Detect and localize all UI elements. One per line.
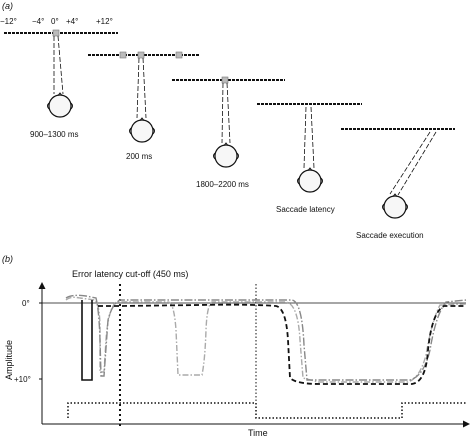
gaze-line: [136, 57, 140, 119]
stimulus-timing-trace: [67, 402, 466, 419]
step-2-markers: 200 ms: [88, 51, 200, 161]
degree-label-minus12: −12°: [0, 17, 17, 26]
degree-label-plus12: +12°: [96, 17, 113, 26]
step-caption: Saccade execution: [356, 231, 424, 240]
axes: 0° +10° Amplitude Time: [4, 282, 470, 438]
degree-scale: −12° −4° 0° +4° +12°: [0, 17, 113, 26]
marker-right: [175, 51, 183, 59]
x-axis-label: Time: [248, 428, 268, 438]
step-caption: Saccade latency: [276, 205, 335, 214]
gaze-line: [221, 82, 224, 144]
cutoff-label: Error latency cut-off (450 ms): [72, 269, 188, 279]
head-icon: [381, 193, 409, 219]
panel-a-label: (a): [2, 1, 13, 11]
x-axis-arrow: [463, 420, 470, 428]
y-tick-label-0: 0°: [22, 299, 30, 308]
gaze-line: [57, 35, 64, 95]
gaze-line: [397, 131, 437, 196]
trace-grey-light: [65, 296, 467, 383]
fixation-marker: [52, 29, 60, 37]
trace-black-error: [81, 300, 93, 381]
y-axis-label: Amplitude: [4, 340, 14, 380]
trace-black-dashed: [98, 303, 466, 385]
marker-left: [119, 51, 127, 59]
head-icon: [46, 92, 74, 118]
trace-grey-medium: [65, 294, 467, 381]
gaze-line: [303, 106, 307, 169]
step-caption: 900–1300 ms: [30, 130, 78, 139]
eye-traces: [65, 294, 467, 385]
y-tick-label-10: +10°: [14, 375, 31, 384]
step-caption: 1800–2200 ms: [196, 180, 249, 189]
degree-label-0: 0°: [51, 17, 59, 26]
y-axis-arrow: [38, 282, 46, 289]
degree-label-minus4: −4°: [32, 17, 44, 26]
degree-label-plus4: +4°: [66, 17, 78, 26]
marker-center: [137, 51, 145, 59]
fixation-marker: [221, 76, 229, 84]
step-4-latency: Saccade latency: [257, 103, 362, 214]
gaze-line: [142, 57, 147, 119]
head-icon: [212, 142, 240, 168]
step-caption: 200 ms: [126, 152, 152, 161]
gaze-line: [310, 106, 315, 169]
head-icon: [128, 117, 156, 143]
gaze-line: [226, 82, 231, 144]
head-icon: [296, 167, 324, 193]
step-5-execution: Saccade execution: [341, 128, 455, 240]
panel-b-label: (b): [2, 254, 13, 264]
gaze-line: [389, 131, 431, 195]
step-3-fixation: 1800–2200 ms: [172, 76, 285, 189]
step-1-fixation: 900–1300 ms: [4, 29, 118, 139]
